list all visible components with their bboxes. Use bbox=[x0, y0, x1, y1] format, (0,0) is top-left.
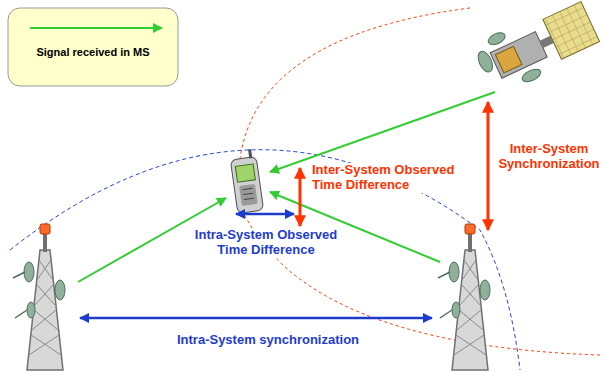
signal-arrow bbox=[270, 92, 495, 172]
legend-text: Signal received in MS bbox=[12, 46, 174, 59]
label-slot: Intra-System Observed Time Difference bbox=[186, 228, 346, 258]
label-slot: Intra-System synchronization bbox=[140, 330, 396, 348]
otd-arrow bbox=[236, 213, 294, 216]
intra-locus bbox=[10, 150, 520, 370]
label-slot: Inter-System Observed Time Difference bbox=[310, 163, 472, 193]
mobile-phone bbox=[229, 149, 263, 214]
legend-box bbox=[8, 8, 178, 86]
satellite bbox=[471, 0, 602, 98]
annotation-label: Inter-System Observed Time Difference bbox=[310, 163, 472, 193]
base-station bbox=[438, 224, 490, 370]
sync-arrow bbox=[487, 102, 490, 230]
base-station bbox=[13, 224, 65, 370]
annotation-label: Inter-System Synchronization bbox=[496, 142, 602, 172]
inter-locus bbox=[239, 8, 600, 355]
label-slot: Inter-System Synchronization bbox=[496, 142, 602, 172]
legend-arrow bbox=[30, 27, 162, 29]
legend-entry: Signal received in MS bbox=[12, 46, 174, 59]
otd-arrow bbox=[299, 168, 302, 226]
annotation-label: Intra-System synchronization bbox=[175, 333, 361, 348]
annotation-label: Intra-System Observed Time Difference bbox=[186, 228, 346, 258]
sync-arrow bbox=[80, 317, 432, 320]
